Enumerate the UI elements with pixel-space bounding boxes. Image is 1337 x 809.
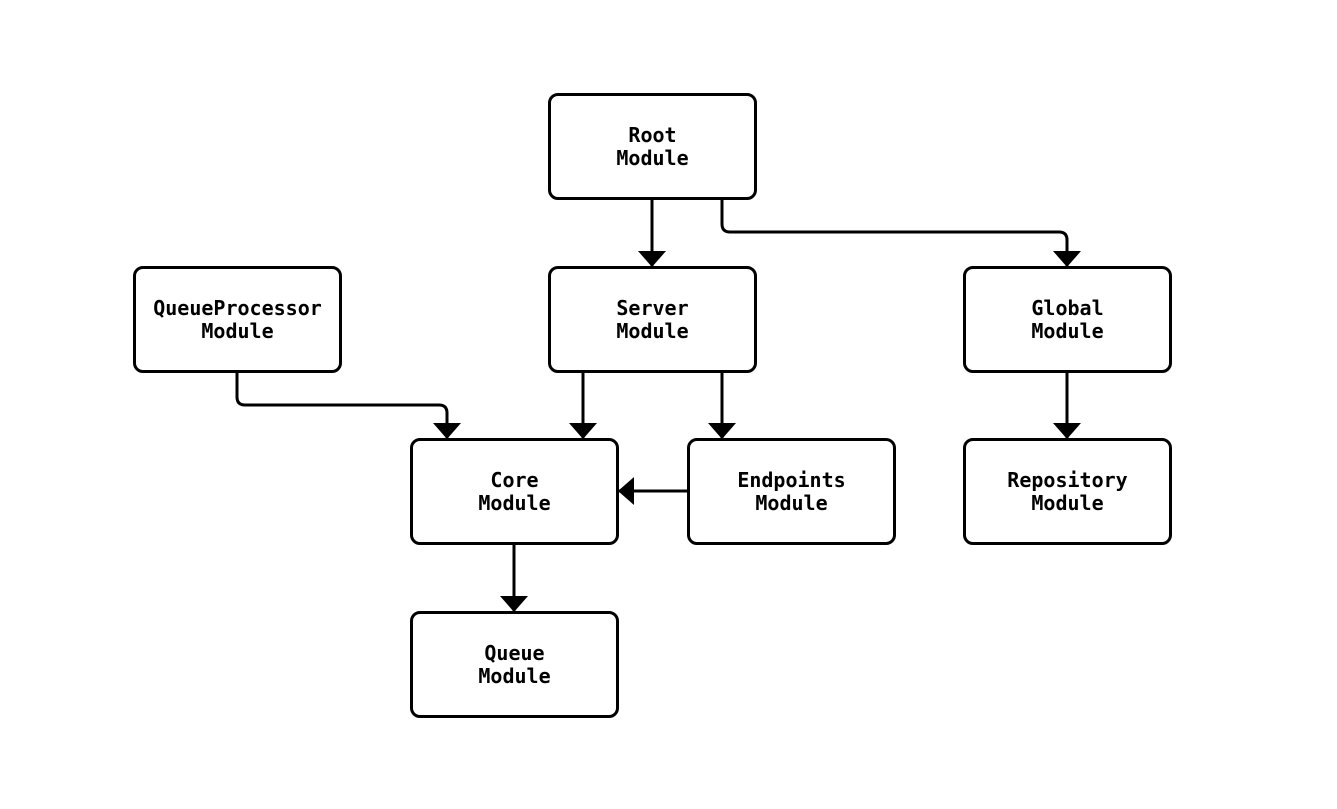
node-global-module: Global Module [963,266,1172,373]
node-root-module: Root Module [548,93,757,200]
node-server-module: Server Module [548,266,757,373]
node-queue-module: Queue Module [410,611,619,718]
node-repository-module: Repository Module [963,438,1172,545]
node-endpoints-module: Endpoints Module [687,438,896,545]
node-core-module: Core Module [410,438,619,545]
edge-root-to-global [720,200,1081,267]
node-queue-processor-module: QueueProcessor Module [133,266,342,373]
edge-queue-processor-to-core [235,373,461,439]
